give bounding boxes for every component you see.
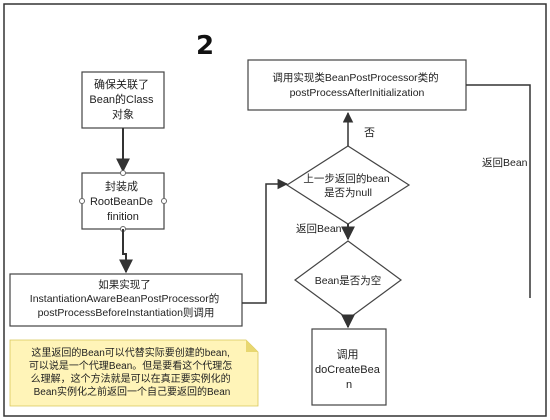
- note-text: 这里返回的Bean可以代替实际要创建的bean, 可以说是一个代理Bean。但是…: [29, 346, 235, 398]
- step-number: 2: [196, 31, 214, 61]
- null-check-diamond: [285, 145, 411, 225]
- after-initialization-box: [247, 59, 467, 111]
- before-line-1: 如果实现了: [98, 278, 151, 291]
- note-line-1: 这里返回的Bean可以代替实际要创建的bean,: [31, 346, 229, 359]
- do-create-line-1: 调用: [336, 348, 358, 361]
- outer-frame: [3, 3, 547, 417]
- root-bean-definition-text: 封装成 RootBeanDe finition: [90, 179, 156, 223]
- before-instantiation-text: 如果实现了 InstantiationAwareBeanPostProcesso…: [30, 278, 222, 319]
- before-line-3: postProcessBeforeInstantiation则调用: [38, 306, 215, 319]
- before-instantiation-box: [9, 273, 243, 327]
- before-line-2: InstantiationAwareBeanPostProcessor的: [30, 292, 220, 305]
- null-check-line-2: 是否为null: [324, 187, 372, 199]
- return-bean-right-line: [466, 84, 531, 298]
- do-create-bean-box: [311, 328, 387, 406]
- ensure-class-text: 确保关联了 Bean的Class 对象: [89, 77, 156, 121]
- connector-dot-left: [79, 198, 85, 204]
- ensure-class-line-3: 对象: [112, 107, 134, 121]
- after-line-2: postProcessAfterInitialization: [290, 87, 425, 99]
- do-create-line-2: doCreateBea: [315, 364, 381, 376]
- null-check-line-1: 上一步返回的bean: [303, 172, 390, 185]
- root-bean-line-1: 封装成: [105, 179, 138, 193]
- label-return-bean-right: 返回Bean: [482, 157, 528, 169]
- after-initialization-text: 调用实现类BeanPostProcessor类的 postProcessAfte…: [272, 71, 441, 99]
- bean-empty-text: Bean是否为空: [315, 274, 382, 287]
- note-line-2: 可以说是一个代理Bean。但是要看这个代理怎: [29, 359, 232, 372]
- null-check-text: 上一步返回的bean 是否为null: [303, 172, 392, 199]
- ensure-class-line-1: 确保关联了: [94, 77, 149, 91]
- arrow-before-to-null-check: [242, 178, 289, 304]
- do-create-bean-text: 调用 doCreateBea n: [315, 348, 383, 391]
- root-bean-definition-box: [81, 172, 165, 230]
- do-create-line-3: n: [346, 379, 352, 391]
- arrow-root-to-before: [119, 229, 133, 274]
- root-bean-line-3: finition: [107, 211, 139, 223]
- root-bean-line-2: RootBeanDe: [90, 196, 153, 208]
- note-box: [9, 339, 259, 407]
- ensure-class-line-2: Bean的Class: [89, 92, 154, 106]
- after-line-1: 调用实现类BeanPostProcessor类的: [272, 71, 438, 84]
- note-fold: [246, 340, 258, 352]
- label-return-bean-down: 返回Bean: [296, 223, 342, 235]
- note-line-3: 么理解，这个方法就是可以在真正要实例化的: [31, 372, 231, 385]
- connector-dot-right: [161, 198, 167, 204]
- connector-dot-top: [120, 170, 126, 176]
- label-no: 否: [364, 127, 375, 139]
- note-line-4: Bean实例化之前返回一个自己要返回的Bean: [34, 385, 231, 398]
